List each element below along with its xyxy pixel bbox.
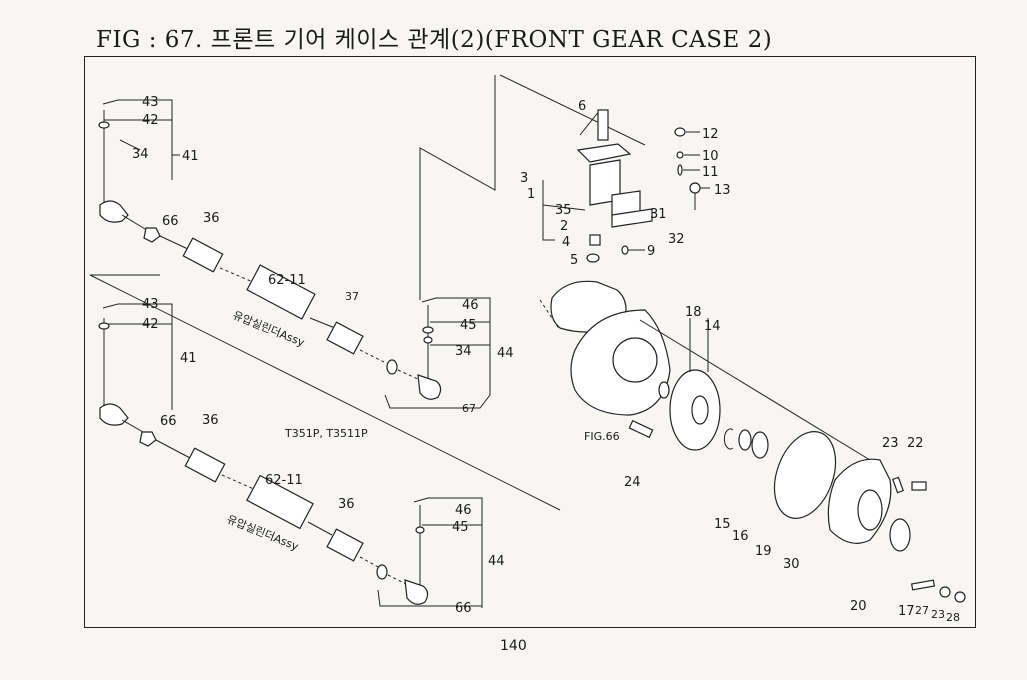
callout: 6	[578, 99, 586, 114]
callout: 42	[142, 113, 159, 128]
page-number: 140	[500, 638, 527, 654]
callout: 44	[497, 346, 514, 361]
callout: 44	[488, 554, 505, 569]
callout: 34	[455, 344, 472, 359]
callout: 22	[907, 436, 924, 451]
callout: 12	[702, 127, 719, 142]
callout: 18	[685, 305, 702, 320]
callout: 24	[624, 475, 641, 490]
callout: 1	[527, 187, 535, 202]
callout: 19	[755, 544, 772, 559]
callout: 15	[714, 517, 731, 532]
callout: 16	[732, 529, 749, 544]
callout: 17	[898, 604, 915, 619]
callout: 4	[562, 235, 570, 250]
callout: 62-11	[268, 273, 306, 288]
callout: 42	[142, 317, 159, 332]
callout: 5	[570, 253, 578, 268]
callout: 11	[702, 165, 719, 180]
callout: 14	[704, 319, 721, 334]
callout: 41	[182, 149, 199, 164]
callout: 43	[142, 95, 159, 110]
callout: 66	[455, 601, 472, 616]
callout: 46	[462, 298, 479, 313]
callout: 36	[203, 211, 220, 226]
callout: 3	[520, 171, 528, 186]
callout: 32	[668, 232, 685, 247]
callout: 66	[162, 214, 179, 229]
callout: 20	[850, 599, 867, 614]
lower-cylinder-assembly	[98, 303, 483, 608]
callout: 9	[647, 244, 655, 259]
callout: 46	[455, 503, 472, 518]
callout: 10	[702, 149, 719, 164]
gear-case-assembly	[499, 74, 966, 603]
callout: 41	[180, 351, 197, 366]
callout: 43	[142, 297, 159, 312]
callout: 35	[555, 203, 572, 218]
callout: 30	[783, 557, 800, 572]
callout: 45	[452, 520, 469, 535]
callout: 34	[132, 147, 149, 162]
callout: 2	[560, 219, 568, 234]
figure-reference: FIG.66	[584, 430, 620, 443]
callout: 23	[931, 608, 945, 621]
callout: 62-11	[265, 473, 303, 488]
figure-title: FIG : 67. 프론트 기어 케이스 관계(2)(FRONT GEAR CA…	[96, 27, 773, 53]
gear-case-labels: 6 12 10 11 13 3 1 35 2 4 31 32 5 9 18 14…	[520, 99, 960, 624]
section-divider	[89, 274, 561, 511]
callout: 45	[460, 318, 477, 333]
callout: 37	[345, 290, 359, 303]
callout: 28	[946, 611, 960, 624]
upper-cylinder-assembly	[98, 75, 496, 409]
callout: 36	[202, 413, 219, 428]
model-note: T351P, T3511P	[284, 427, 368, 440]
diagram-frame	[84, 56, 976, 628]
callout: 36	[338, 497, 355, 512]
callout: 67	[462, 402, 476, 415]
callout: 27	[915, 604, 929, 617]
callout: 66	[160, 414, 177, 429]
callout: 31	[650, 207, 667, 222]
callout: 13	[714, 183, 731, 198]
callout: 23	[882, 436, 899, 451]
